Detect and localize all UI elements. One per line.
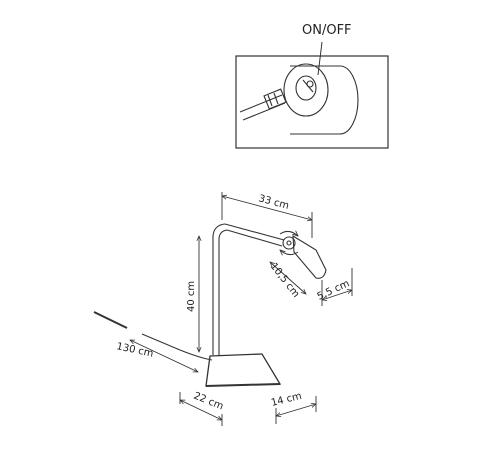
arm-length-label: 33 cm: [257, 193, 290, 212]
head-length-label: 10,5 cm: [268, 261, 302, 300]
detail-inset-frame: [235, 55, 389, 149]
base-depth-dimension-line: [276, 404, 316, 416]
rotation-indicator: [280, 231, 298, 254]
cable-length-label: 130 cm: [115, 341, 154, 360]
switch-leader-line: [317, 41, 323, 76]
arm-length-dimension-line: [222, 196, 312, 220]
head-length-dimension-line: [270, 262, 306, 294]
base-width-label: 22 cm: [192, 391, 225, 413]
base-width-dimension-line: [180, 399, 222, 421]
height-label: 40 cm: [186, 281, 197, 312]
lamp-illustration: [93, 223, 327, 387]
base-depth-label: 14 cm: [270, 391, 303, 409]
head-diameter-dimension-line: [322, 290, 352, 300]
head-diameter-label: 5,5 cm: [316, 278, 352, 302]
detail-switch-illustration: [239, 63, 359, 135]
cable-length-dimension-line: [130, 339, 198, 373]
switch-label: ON/OFF: [302, 23, 352, 38]
